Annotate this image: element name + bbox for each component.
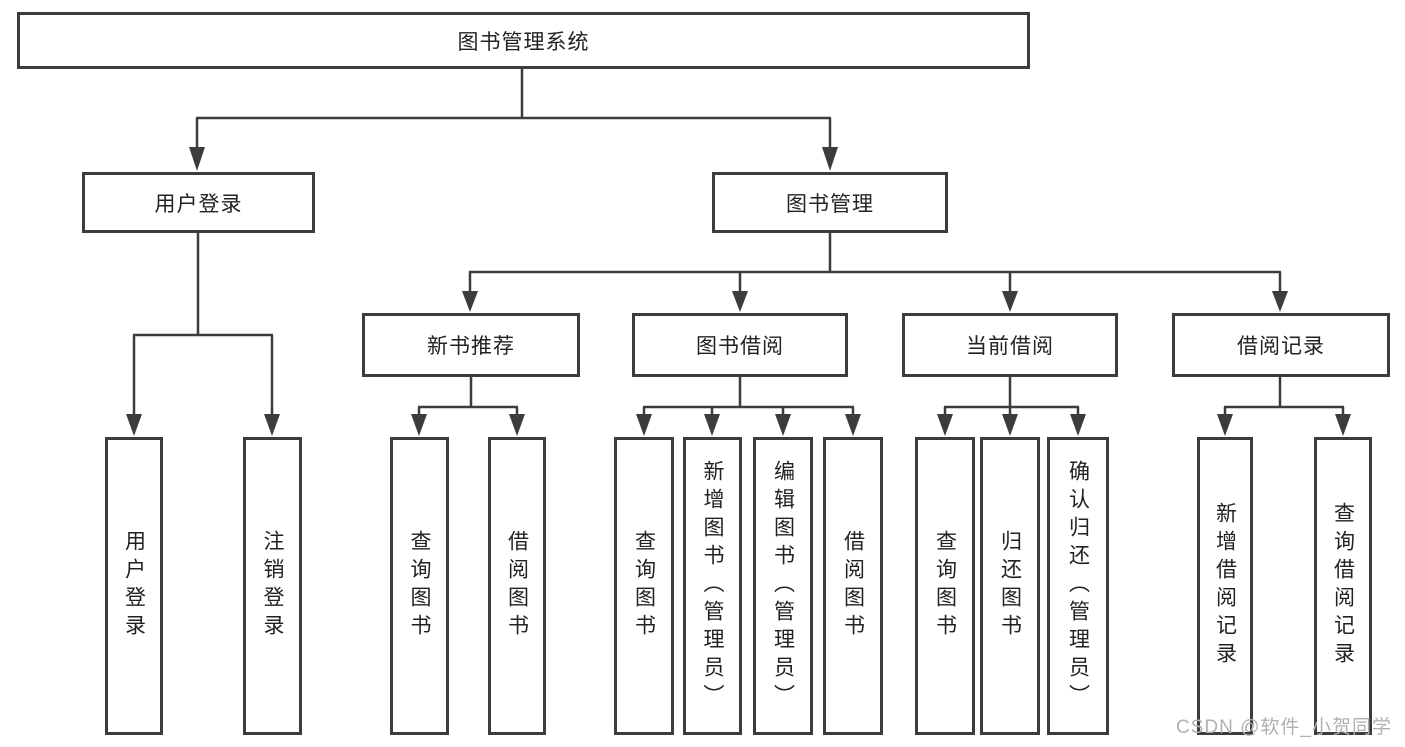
leaf-borrowing-query-books-label: 查询图书 (632, 530, 656, 642)
node-current-borrowing: 当前借阅 (902, 313, 1118, 377)
leaf-user-login-label: 用户登录 (122, 530, 146, 642)
node-book-management: 图书管理 (712, 172, 948, 233)
leaf-current-query-books: 查询图书 (915, 437, 975, 735)
leaf-borrowing-borrow-books: 借阅图书 (823, 437, 883, 735)
node-current-borrowing-label: 当前借阅 (966, 335, 1054, 358)
leaf-recommend-query-books-label: 查询图书 (408, 530, 431, 642)
leaf-current-confirm-return-admin-label: 确认归还（管理员） (1066, 460, 1090, 712)
node-user-login: 用户登录 (82, 172, 315, 233)
leaf-borrowing-borrow-books-label: 借阅图书 (841, 530, 865, 642)
leaf-records-query-record: 查询借阅记录 (1314, 437, 1372, 735)
leaf-recommend-query-books: 查询图书 (390, 437, 449, 735)
node-book-borrowing-label: 图书借阅 (696, 335, 784, 358)
leaf-borrowing-add-books-admin: 新增图书（管理员） (683, 437, 742, 735)
leaf-borrowing-query-books: 查询图书 (614, 437, 674, 735)
node-borrow-records-label: 借阅记录 (1237, 335, 1325, 358)
leaf-current-query-books-label: 查询图书 (933, 530, 957, 642)
leaf-user-login: 用户登录 (105, 437, 163, 735)
node-new-book-recommend-label: 新书推荐 (427, 335, 515, 358)
csdn-watermark: CSDN @软件_小贺同学 (1176, 717, 1392, 738)
leaf-current-confirm-return-admin: 确认归还（管理员） (1047, 437, 1109, 735)
leaf-borrowing-edit-books-admin: 编辑图书（管理员） (753, 437, 813, 735)
leaf-recommend-borrow-books: 借阅图书 (488, 437, 546, 735)
leaf-records-add-record: 新增借阅记录 (1197, 437, 1253, 735)
node-root: 图书管理系统 (17, 12, 1030, 69)
node-root-label: 图书管理系统 (457, 30, 590, 54)
leaf-recommend-borrow-books-label: 借阅图书 (505, 530, 529, 642)
leaf-records-query-record-label: 查询借阅记录 (1331, 502, 1355, 670)
node-new-book-recommend: 新书推荐 (362, 313, 580, 377)
leaf-current-return-books: 归还图书 (980, 437, 1040, 735)
node-borrow-records: 借阅记录 (1172, 313, 1390, 377)
leaf-records-add-record-label: 新增借阅记录 (1213, 502, 1237, 670)
node-book-borrowing: 图书借阅 (632, 313, 848, 377)
leaf-logout-label: 注销登录 (261, 530, 284, 642)
leaf-logout: 注销登录 (243, 437, 302, 735)
leaf-borrowing-edit-books-admin-label: 编辑图书（管理员） (771, 460, 795, 712)
node-book-management-label: 图书管理 (786, 192, 874, 216)
leaf-borrowing-add-books-admin-label: 新增图书（管理员） (701, 460, 724, 712)
leaf-current-return-books-label: 归还图书 (998, 530, 1022, 642)
node-user-login-label: 用户登录 (154, 192, 243, 216)
